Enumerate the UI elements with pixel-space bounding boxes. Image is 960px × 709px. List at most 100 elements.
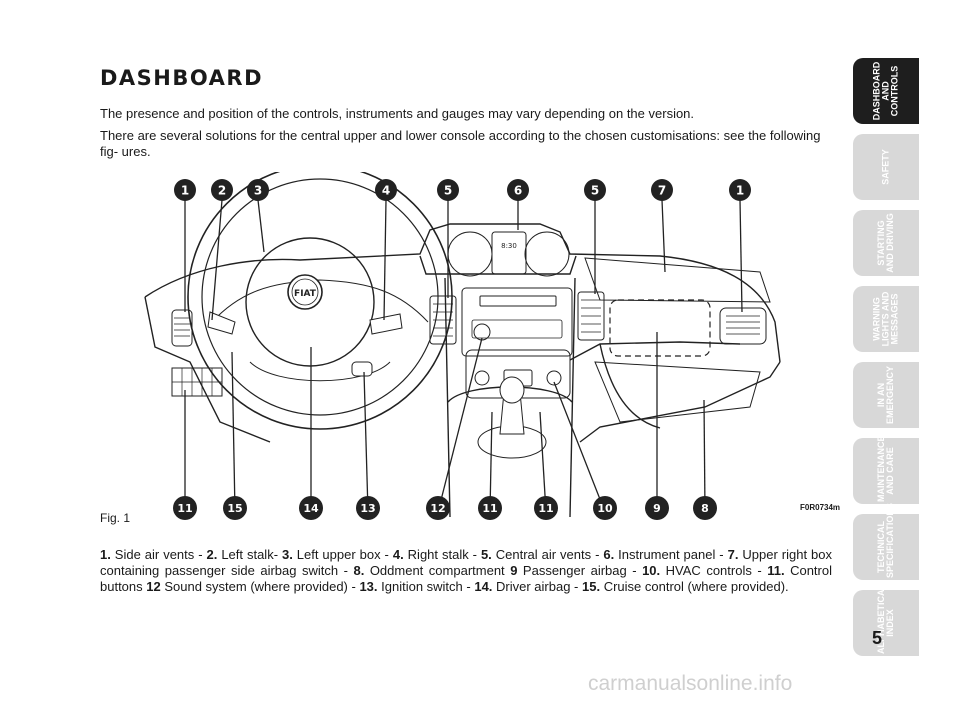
badge-10: 10 xyxy=(593,496,617,520)
figure-label: Fig. 1 xyxy=(100,511,131,525)
intro-paragraph: The presence and position of the control… xyxy=(100,106,695,121)
caption-text: Oddment compartment xyxy=(364,563,511,578)
chapter-tab-line: EMERGENCY xyxy=(885,366,895,425)
badge-5b: 5 xyxy=(584,179,606,201)
badge-15: 15 xyxy=(223,496,247,520)
svg-text:10: 10 xyxy=(597,502,613,515)
svg-text:11: 11 xyxy=(177,502,192,515)
caption-text: Left stalk- xyxy=(217,547,282,562)
caption-text: Sound system (where provided) - xyxy=(160,579,360,594)
page-title: DASHBOARD xyxy=(100,66,264,90)
svg-text:15: 15 xyxy=(227,502,242,515)
badge-8: 8 xyxy=(693,496,717,520)
caption-text: Central air vents - xyxy=(491,547,604,562)
caption-text: Instrument panel - xyxy=(614,547,728,562)
instrument-panel: 8:30 xyxy=(447,231,570,277)
badge-2: 2 xyxy=(211,179,233,201)
caption-number: 11. xyxy=(767,563,785,578)
chapter-tab-label: SAFETY xyxy=(880,136,891,198)
badge-6: 6 xyxy=(507,179,529,201)
caption-text: Ignition switch - xyxy=(377,579,475,594)
caption-number: 5. xyxy=(480,547,492,562)
leader-lines xyxy=(184,199,743,513)
caption-number: 9 xyxy=(510,563,518,578)
caption-number: 1. xyxy=(100,547,111,562)
dashboard-outline xyxy=(144,223,781,518)
chapter-tab-line: AND DRIVING xyxy=(885,213,895,273)
figure-code: F0R0734m xyxy=(800,503,841,512)
caption-text: Cruise control (where provided). xyxy=(600,579,789,594)
caption-text: HVAC controls - xyxy=(660,563,768,578)
stalks xyxy=(207,311,403,377)
svg-text:5: 5 xyxy=(444,184,452,198)
right-side-vent xyxy=(719,307,767,345)
svg-text:6: 6 xyxy=(514,184,522,198)
svg-text:5: 5 xyxy=(591,184,599,198)
display-text: 8:30 xyxy=(501,242,517,250)
svg-text:1: 1 xyxy=(736,184,744,198)
badge-1b: 1 xyxy=(729,179,751,201)
chapter-tab[interactable]: SAFETY xyxy=(853,134,919,200)
caption-number: 15. xyxy=(582,579,601,594)
badge-13: 13 xyxy=(356,496,380,520)
badge-11c: 11 xyxy=(534,496,558,520)
chapter-tab-line: INDEX xyxy=(885,609,895,637)
watermark: carmanualsonline.info xyxy=(588,672,793,695)
svg-text:13: 13 xyxy=(360,502,375,515)
svg-text:8: 8 xyxy=(701,502,709,515)
passenger-airbag-area xyxy=(609,299,711,357)
sound-system xyxy=(461,287,573,357)
caption-number: 14. xyxy=(474,579,493,594)
svg-text:FIAT: FIAT xyxy=(294,289,317,299)
dashboard-figure: 8:30 FIAT xyxy=(144,172,781,520)
central-vents xyxy=(429,291,605,345)
gear-lever xyxy=(477,376,547,459)
svg-text:9: 9 xyxy=(653,502,661,515)
caption-text: Side air vents - xyxy=(110,547,207,562)
caption-number: 6. xyxy=(603,547,615,562)
svg-text:7: 7 xyxy=(658,184,666,198)
note-paragraph: There are several solutions for the cent… xyxy=(100,128,821,159)
chapter-tab-line: AND CONTROLS xyxy=(880,65,900,117)
badge-1: 1 xyxy=(174,179,196,201)
badge-3: 3 xyxy=(247,179,269,201)
caption-number: 10. xyxy=(642,563,661,578)
chapter-tab-line: MESSAGES xyxy=(889,293,900,345)
svg-text:14: 14 xyxy=(303,502,319,515)
badges-bottom: 11 15 14 13 12 11 11 10 9 8 xyxy=(173,496,717,520)
svg-text:1: 1 xyxy=(181,184,189,198)
badge-11a: 11 xyxy=(173,496,197,520)
caption-text: Control buttons xyxy=(100,563,832,594)
caption-text: Passenger airbag - xyxy=(517,563,643,578)
control-buttons-left xyxy=(171,367,223,397)
badge-5a: 5 xyxy=(437,179,459,201)
svg-text:3: 3 xyxy=(254,184,262,198)
page-number: 5 xyxy=(872,628,883,648)
caption-number: 8. xyxy=(353,563,365,578)
badges-top: 1 2 3 4 5 6 5 7 1 xyxy=(174,179,751,201)
svg-text:2: 2 xyxy=(218,184,226,198)
badge-4: 4 xyxy=(375,179,397,201)
chapter-tab-line: SAFETY xyxy=(880,149,891,185)
steering-wheel xyxy=(187,172,453,430)
caption-number: 2. xyxy=(206,547,218,562)
svg-text:11: 11 xyxy=(538,502,553,515)
caption-text: Driver airbag - xyxy=(492,579,582,594)
badge-7: 7 xyxy=(651,179,673,201)
badge-12: 12 xyxy=(426,496,450,520)
svg-text:12: 12 xyxy=(430,502,445,515)
chapter-tab-line: SPECIFICATIONS xyxy=(885,503,895,578)
